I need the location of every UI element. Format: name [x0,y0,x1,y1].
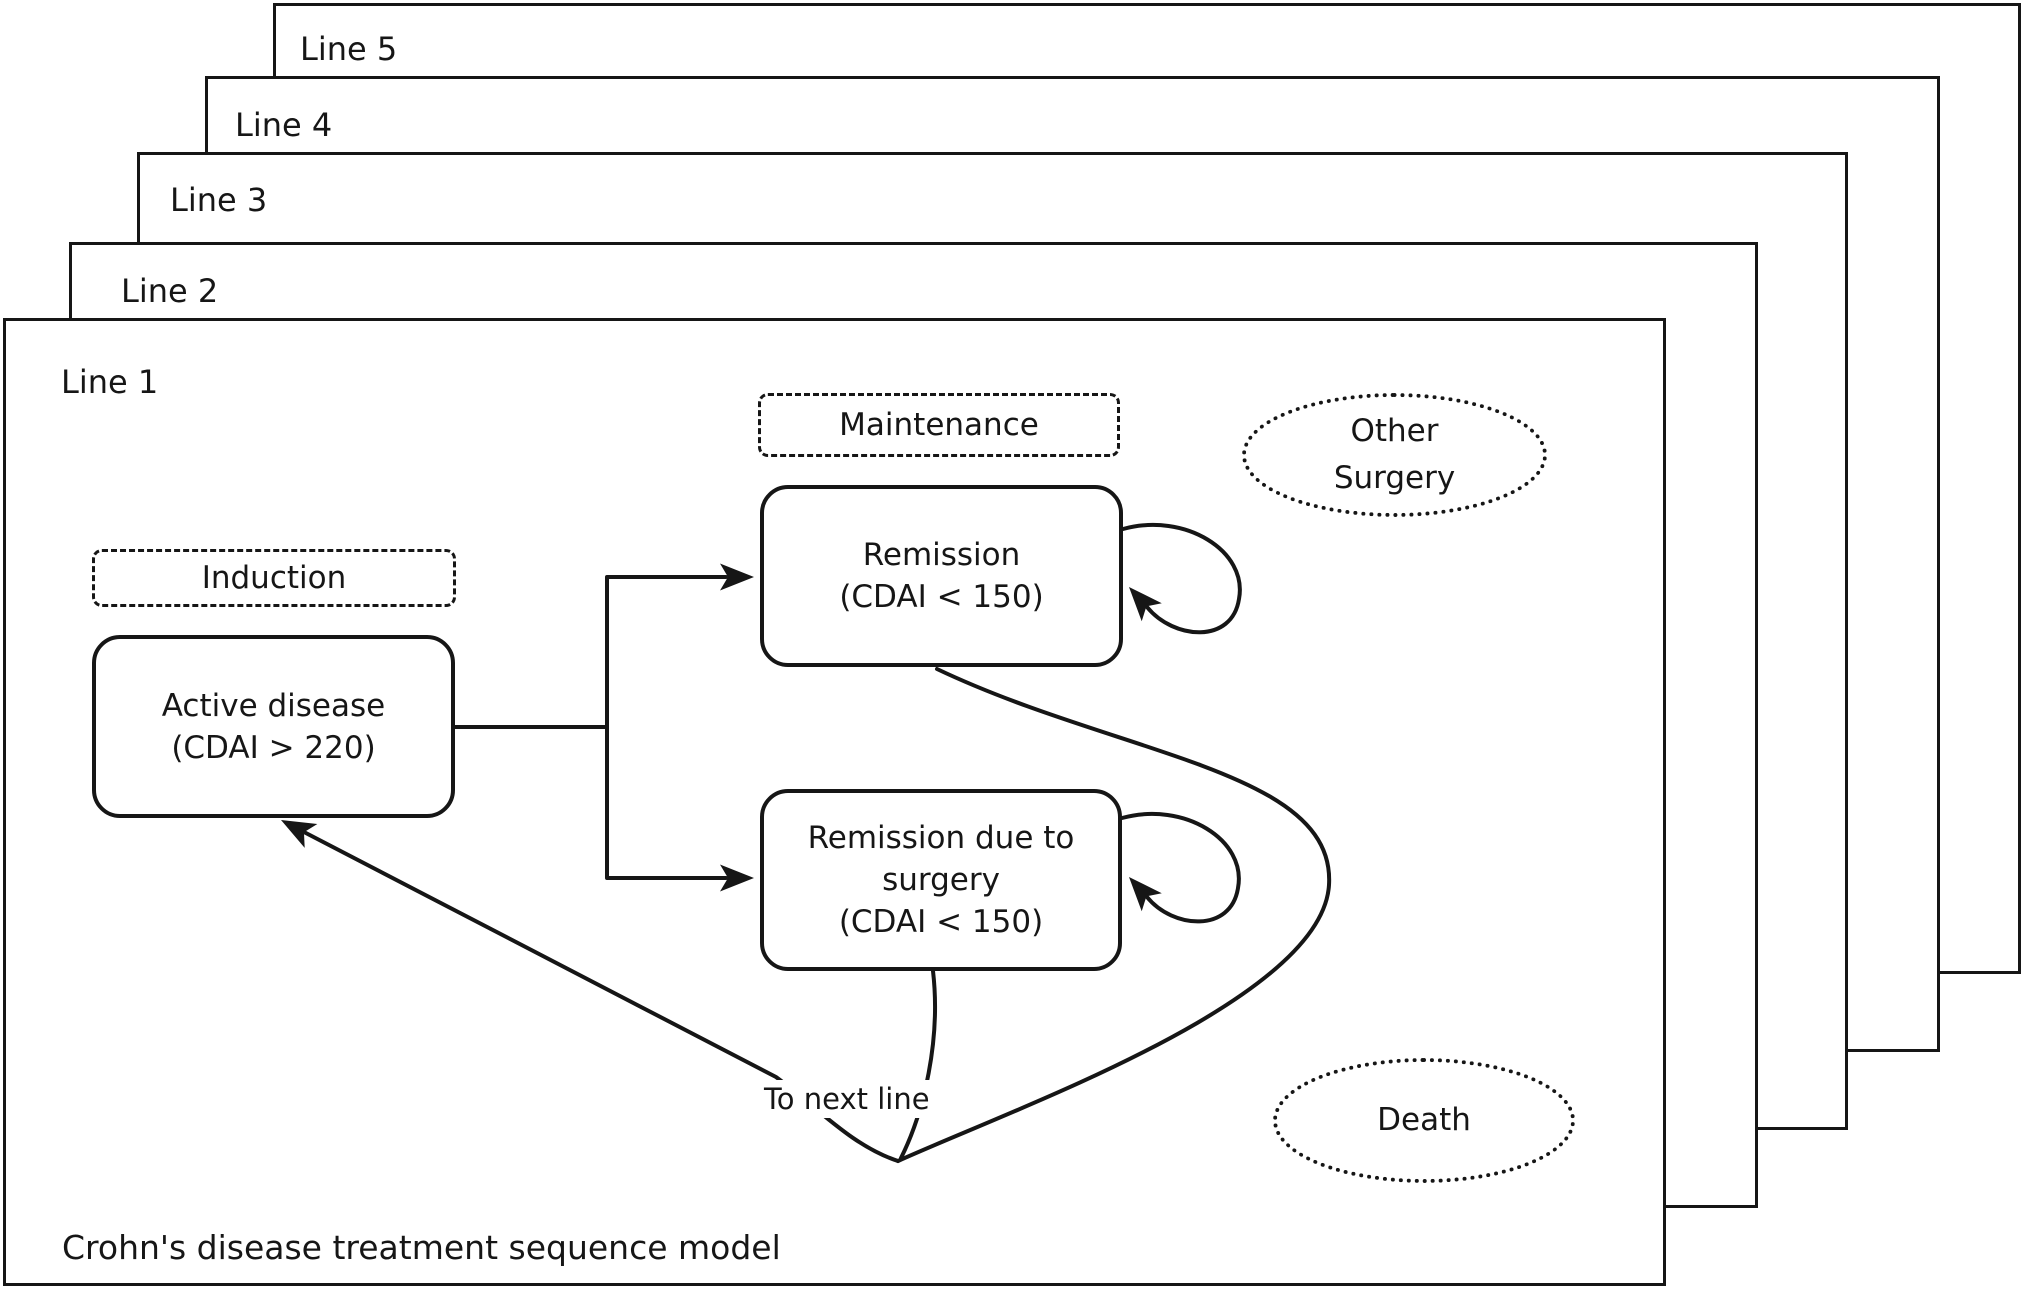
figure-caption: Crohn's disease treatment sequence model [62,1228,781,1267]
state-remission: Remission (CDAI < 150) [760,485,1123,667]
induction-phase-label: Induction [201,560,347,596]
state-label-line: Other [1350,413,1439,449]
maintenance-phase-label: Maintenance [839,407,1039,443]
state-other-surgery: Other Surgery [1242,393,1547,517]
state-label-line: Death [1377,1102,1471,1138]
maintenance-phase-box: Maintenance [758,393,1120,457]
induction-phase-box: Induction [92,549,456,607]
state-death: Death [1273,1058,1575,1183]
panel-label: Line 3 [170,181,268,219]
panel-label: Line 2 [121,272,219,310]
state-label-line: Surgery [1333,460,1456,496]
state-label-line: Remission [862,537,1021,573]
state-label-line: (CDAI > 220) [171,729,376,766]
to-next-line-label: To next line [758,1080,936,1118]
state-remission-due-to-surgery: Remission due to surgery (CDAI < 150) [760,789,1122,971]
panel-label: Line 4 [235,106,333,144]
state-label-line: surgery [882,862,1000,898]
panel-label: Line 5 [300,30,398,68]
state-label-line: (CDAI < 150) [839,579,1044,615]
panel-label: Line 1 [61,363,159,401]
state-active-disease: Active disease (CDAI > 220) [92,635,455,818]
state-label-line: Remission due to [807,820,1075,856]
state-label-line: (CDAI < 150) [838,904,1044,940]
state-label-line: Active disease [161,687,386,724]
